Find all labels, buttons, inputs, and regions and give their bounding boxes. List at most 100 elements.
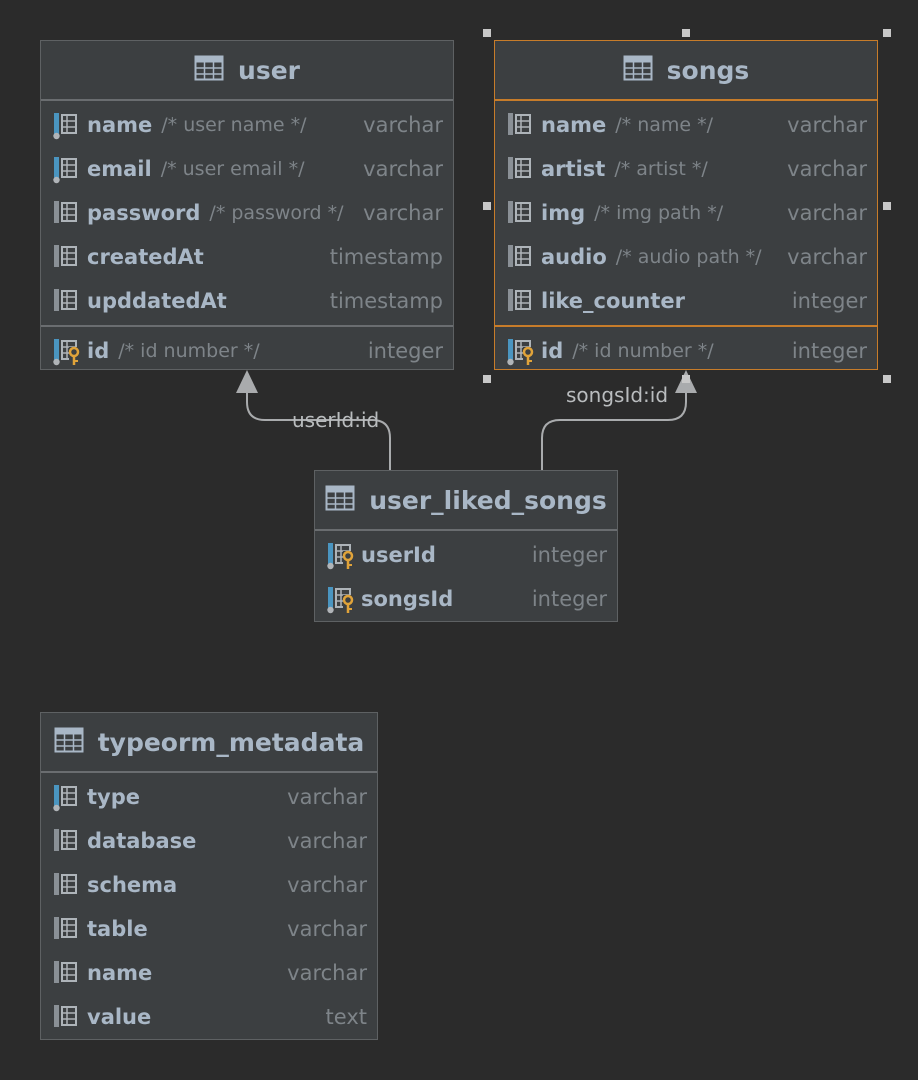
column-name: value xyxy=(87,1005,152,1029)
resize-handle-top-left[interactable] xyxy=(483,29,491,37)
column-row[interactable]: id/* id number */integer xyxy=(41,329,453,373)
column-name: img xyxy=(541,201,586,225)
column-type: varchar xyxy=(287,785,367,809)
column-icon xyxy=(51,1002,81,1032)
column-icon xyxy=(51,198,81,228)
column-type: varchar xyxy=(363,113,443,137)
resize-handle-bottom[interactable] xyxy=(682,375,690,383)
column-type: varchar xyxy=(287,961,367,985)
column-icon xyxy=(51,782,81,812)
column-comment: /* img path */ xyxy=(594,202,724,224)
table-user[interactable]: user name /* user name */ varchar email /* u… xyxy=(40,40,454,370)
table-header: songs xyxy=(495,41,877,101)
column-type: timestamp xyxy=(329,289,443,313)
table-header: user_liked_songs xyxy=(315,471,617,531)
resize-handle-bottom-right[interactable] xyxy=(883,375,891,383)
column-comment: /* id number */ xyxy=(118,340,260,362)
resize-handle-bottom-left[interactable] xyxy=(483,375,491,383)
column-type: varchar xyxy=(787,113,867,137)
column-icon xyxy=(51,154,81,184)
column-comment: /* password */ xyxy=(209,202,344,224)
column-type: text xyxy=(325,1005,367,1029)
column-icon xyxy=(505,154,535,184)
column-row[interactable]: name varchar xyxy=(41,951,377,995)
column-icon xyxy=(505,110,535,140)
column-row[interactable]: like_counter integer xyxy=(495,279,877,323)
column-row[interactable]: id/* id number */integer xyxy=(495,329,877,373)
column-row[interactable]: value text xyxy=(41,995,377,1039)
key-column-icon xyxy=(505,336,535,366)
resize-handle-top-right[interactable] xyxy=(883,29,891,37)
column-comment: /* user email */ xyxy=(160,158,305,180)
column-name: name xyxy=(87,113,153,137)
column-type: integer xyxy=(791,289,867,313)
column-comment: /* audio path */ xyxy=(615,246,762,268)
resize-handle-left[interactable] xyxy=(483,202,491,210)
column-type: integer xyxy=(367,339,443,363)
link-songsid-line xyxy=(541,392,687,470)
resize-handle-top[interactable] xyxy=(682,29,690,37)
column-name: table xyxy=(87,917,148,941)
link-songsid-label: songsId:id xyxy=(566,383,668,407)
resize-handle-right[interactable] xyxy=(883,202,891,210)
column-icon xyxy=(51,826,81,856)
column-icon xyxy=(51,286,81,316)
column-type: varchar xyxy=(363,201,443,225)
column-type: varchar xyxy=(787,245,867,269)
column-name: database xyxy=(87,829,197,853)
column-type: varchar xyxy=(287,917,367,941)
column-name: schema xyxy=(87,873,178,897)
column-icon xyxy=(505,286,535,316)
column-list: name /* user name */ varchar email /* user e… xyxy=(41,101,453,325)
column-comment: /* user name */ xyxy=(161,114,307,136)
link-userid-line xyxy=(246,392,391,470)
column-name: artist xyxy=(541,157,606,181)
column-name: password xyxy=(87,201,201,225)
column-row[interactable]: name/* name */varchar xyxy=(495,103,877,147)
column-row[interactable]: img /* img path */ varchar xyxy=(495,191,877,235)
column-row[interactable]: name /* user name */ varchar xyxy=(41,103,453,147)
column-name: name xyxy=(87,961,153,985)
table-icon xyxy=(325,485,355,515)
column-row[interactable]: email /* user email */ varchar xyxy=(41,147,453,191)
key-column-icon xyxy=(325,584,355,614)
column-name: email xyxy=(87,157,152,181)
column-row[interactable]: audio/* audio path */varchar xyxy=(495,235,877,279)
table-icon xyxy=(194,55,224,85)
column-type: integer xyxy=(791,339,867,363)
column-type: varchar xyxy=(787,201,867,225)
column-name: upddatedAt xyxy=(87,289,227,313)
table-name: songs xyxy=(666,55,750,85)
column-type: varchar xyxy=(287,829,367,853)
column-comment: /* name */ xyxy=(615,114,714,136)
primary-key-group: id/* id number */integer xyxy=(495,325,877,375)
column-comment: /* artist */ xyxy=(614,158,708,180)
column-name: like_counter xyxy=(541,289,685,313)
column-row[interactable]: type varchar xyxy=(41,775,377,819)
key-column-icon xyxy=(51,336,81,366)
column-type: timestamp xyxy=(329,245,443,269)
column-type: varchar xyxy=(363,157,443,181)
table-icon xyxy=(623,55,653,85)
table-name: user xyxy=(238,55,300,85)
column-row[interactable]: password /* password */ varchar xyxy=(41,191,453,235)
column-row[interactable]: database varchar xyxy=(41,819,377,863)
column-name: type xyxy=(87,785,141,809)
column-name: userId xyxy=(361,543,436,567)
column-icon xyxy=(51,110,81,140)
column-row[interactable]: table varchar xyxy=(41,907,377,951)
column-row[interactable]: artist /* artist */ varchar xyxy=(495,147,877,191)
column-type: varchar xyxy=(787,157,867,181)
column-type: integer xyxy=(531,587,607,611)
column-row[interactable]: upddatedAt timestamp xyxy=(41,279,453,323)
